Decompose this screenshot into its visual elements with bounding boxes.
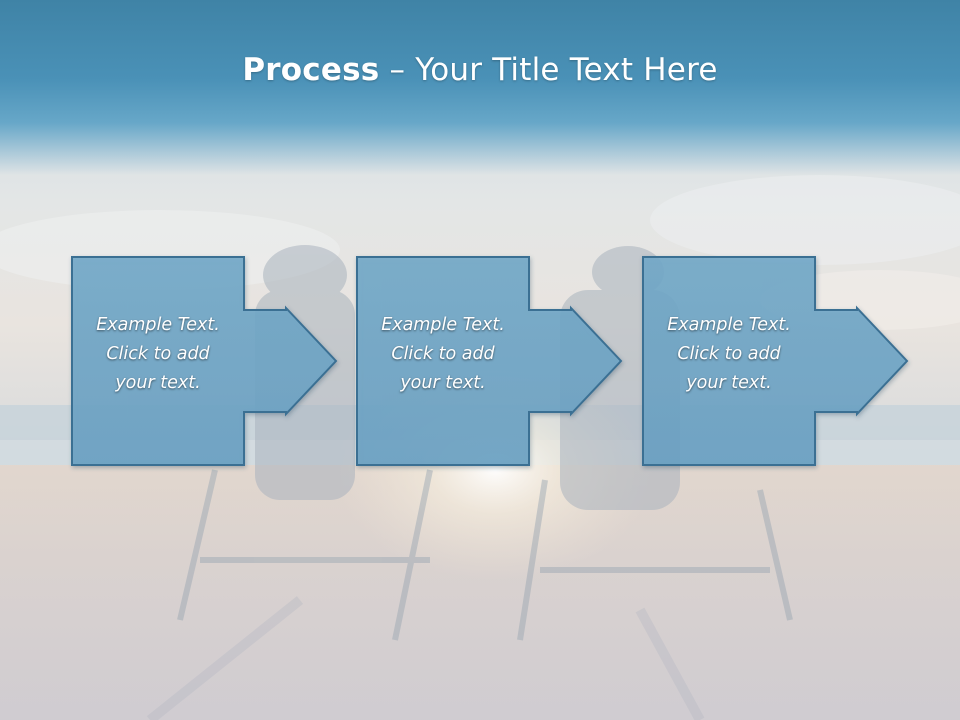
step-1-line-1: Example Text. <box>96 315 220 335</box>
process-step-2-text[interactable]: Example Text. Click to add your text. <box>357 311 529 398</box>
title-rest-part: – Your Title Text Here <box>379 52 718 88</box>
step-2-line-1: Example Text. <box>381 315 505 335</box>
process-step-3-text[interactable]: Example Text. Click to add your text. <box>643 311 815 398</box>
step-2-line-2: Click to add <box>391 344 495 364</box>
process-step-1-shape[interactable] <box>71 256 338 466</box>
slide-title[interactable]: Process – Your Title Text Here <box>0 52 960 88</box>
step-1-line-2: Click to add <box>106 344 210 364</box>
step-1-line-3: your text. <box>115 373 201 393</box>
title-bold-part: Process <box>242 52 380 88</box>
step-2-line-3: your text. <box>400 373 486 393</box>
process-step-1-text[interactable]: Example Text. Click to add your text. <box>72 311 244 398</box>
step-3-line-3: your text. <box>686 373 772 393</box>
process-step-3-shape[interactable] <box>642 256 909 466</box>
step-3-line-2: Click to add <box>677 344 781 364</box>
process-step-2-shape[interactable] <box>356 256 623 466</box>
title-band <box>0 0 960 175</box>
step-3-line-1: Example Text. <box>667 315 791 335</box>
